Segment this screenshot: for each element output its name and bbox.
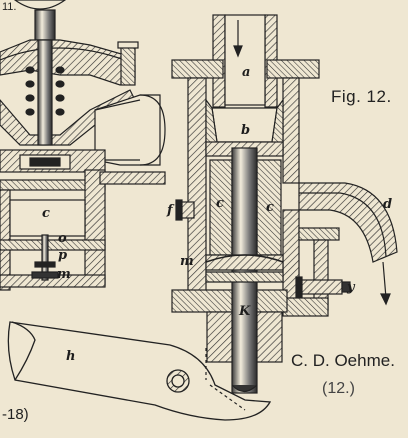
label-m: m — [180, 254, 194, 269]
label-k: K — [239, 304, 251, 319]
lever-arm — [7, 321, 272, 421]
page-number-bottom: -18) — [2, 406, 29, 423]
label-f: f — [167, 203, 173, 218]
figure-title: Fig. 12. — [331, 87, 392, 106]
left-label-h: h — [66, 349, 76, 364]
left-label-p: p — [58, 248, 68, 263]
plate-number: (12.) — [322, 380, 355, 397]
fig12-valve-drawing — [171, 14, 398, 411]
label-d: d — [383, 197, 393, 212]
label-c-right: c — [266, 200, 274, 215]
left-label-o: o — [58, 231, 67, 246]
label-b: b — [241, 123, 251, 138]
label-a: a — [242, 65, 251, 80]
author-credit: C. D. Oehme. — [291, 351, 395, 370]
page-number-top: 11. — [2, 1, 17, 13]
label-y: y — [347, 280, 355, 295]
left-label-c: c — [42, 206, 50, 221]
label-c-left: c — [216, 196, 224, 211]
left-valve-drawing — [0, 0, 166, 291]
left-label-m: m — [57, 267, 71, 282]
